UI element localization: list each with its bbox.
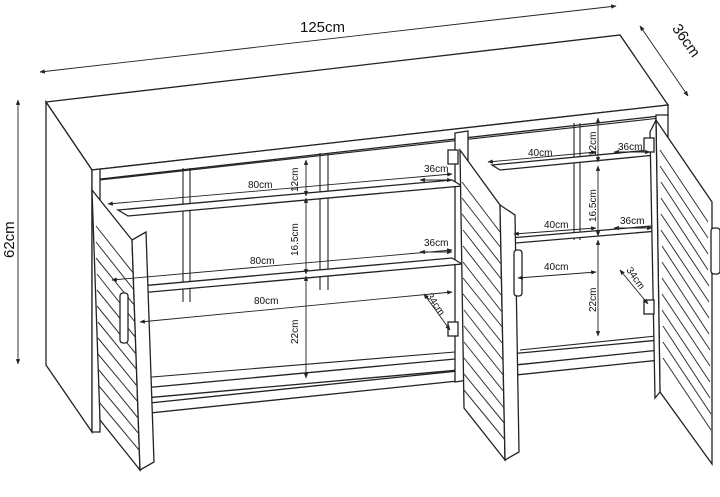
right-height-2: 16.5cm [588, 189, 599, 222]
left-depth-3: 34cm [424, 291, 447, 317]
cabinet-body [44, 34, 670, 435]
handle-left [119, 292, 129, 344]
right-depth-2: 36cm [620, 216, 644, 227]
right-depth-1: 36cm [618, 142, 642, 153]
bottom-panel [99, 339, 661, 403]
handle-right [710, 227, 720, 275]
overall-depth-label: 36cm [668, 21, 703, 61]
overall-height-label: 62cm [1, 221, 18, 258]
right-width-3: 40cm [544, 262, 568, 273]
right-section-dimensions: 40cm 40cm 40cm 12cm 16.5cm 22cm 36cm 36c… [487, 117, 653, 337]
left-height-1: 12cm [290, 168, 301, 192]
left-depth-2: 36cm [424, 238, 448, 249]
right-height-1: 12cm [588, 132, 599, 156]
overall-height-dimension: 62cm [1, 99, 21, 365]
hinge-icons [447, 137, 655, 337]
left-height-3: 22cm [290, 320, 301, 344]
door-center [459, 147, 523, 462]
left-width-1: 80cm [248, 180, 272, 191]
right-width-1: 40cm [528, 148, 552, 159]
left-width-2: 80cm [250, 256, 274, 267]
overall-width-dimension: 125cm [39, 4, 617, 74]
right-height-3: 22cm [588, 288, 599, 312]
left-height-2: 16.5cm [290, 223, 301, 256]
left-shelf-2 [115, 257, 465, 295]
handle-center [513, 249, 523, 297]
door-right [649, 117, 720, 467]
door-left [91, 188, 155, 472]
left-depth-1: 36cm [424, 164, 448, 175]
right-width-2: 40cm [544, 220, 568, 231]
overall-width-label: 125cm [300, 19, 345, 36]
left-width-3: 80cm [254, 296, 278, 307]
